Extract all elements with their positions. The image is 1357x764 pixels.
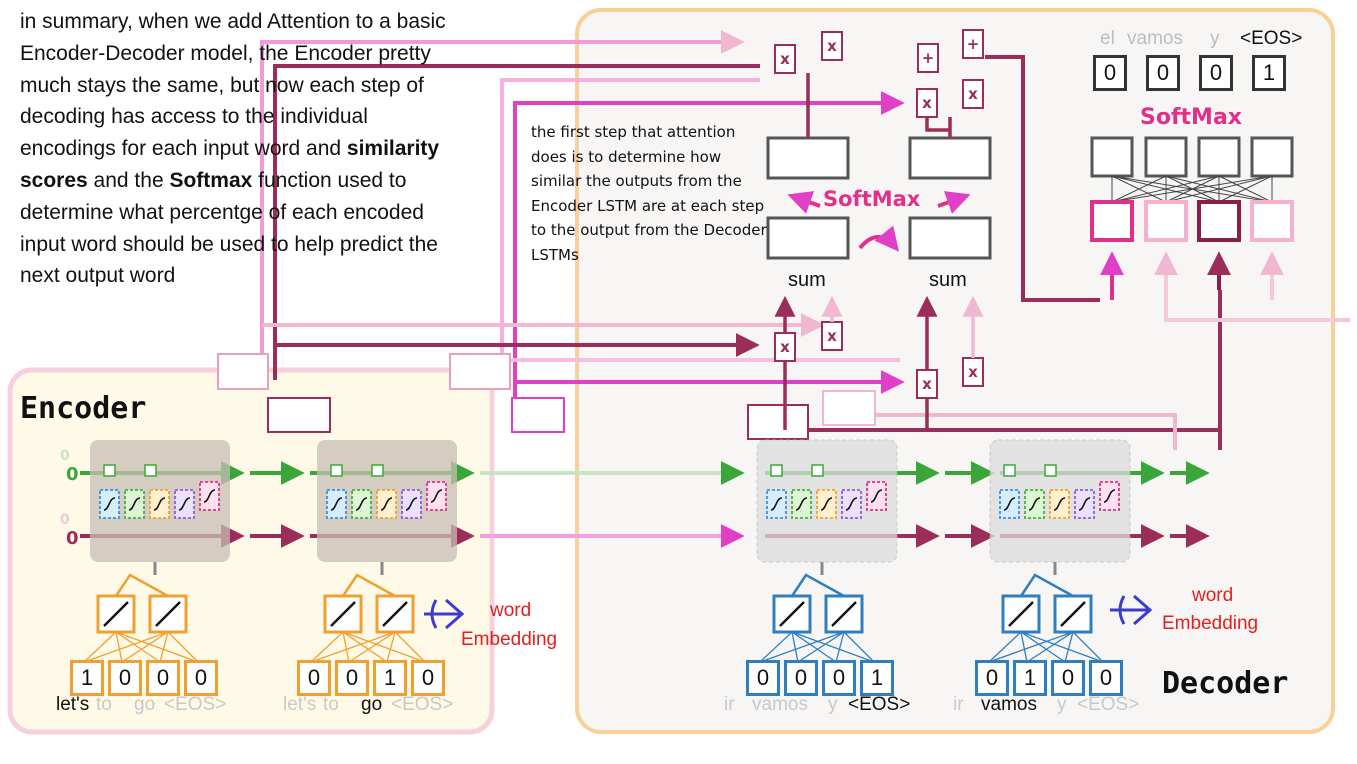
svg-text:0: 0 <box>60 448 70 464</box>
softmax-arrows <box>787 191 971 252</box>
svg-text:x: x <box>922 375 932 393</box>
op-plus-1: + <box>917 43 939 73</box>
svg-text:x: x <box>827 37 837 55</box>
encoder-input-digit: 1 <box>70 660 104 696</box>
encoding-boxes <box>217 353 876 440</box>
decoder-input-word: ir <box>724 694 735 715</box>
encoder-input-digit: 0 <box>184 660 218 696</box>
output-word: vamos <box>1127 28 1183 49</box>
decoder-input-digit: 1 <box>860 660 894 696</box>
svg-text:x: x <box>968 85 978 103</box>
op-x-6: x <box>821 321 843 351</box>
decoder-input-digit: 0 <box>822 660 856 696</box>
output-digit: 1 <box>1252 55 1286 91</box>
decoder-input-digit: 1 <box>1013 660 1047 696</box>
svg-text:x: x <box>827 327 837 345</box>
encoder-input-word: <EOS> <box>164 694 226 715</box>
encoder-input-digit: 0 <box>146 660 180 696</box>
op-x-2: x <box>821 31 843 61</box>
decoder-input-word: <EOS> <box>1077 694 1139 715</box>
output-word: el <box>1100 28 1115 49</box>
encoder-input-digit: 0 <box>108 660 142 696</box>
similarity-boxes <box>766 136 992 260</box>
svg-text:0: 0 <box>60 512 70 528</box>
decoder-input-word: y <box>1057 694 1067 715</box>
op-plus-2: + <box>962 29 984 59</box>
svg-text:x: x <box>780 50 790 68</box>
encoder-input-digit: 0 <box>411 660 445 696</box>
op-x-4: x <box>962 79 984 109</box>
encoder-input-word: to <box>96 694 112 715</box>
attention-softmax-label: SoftMax <box>823 187 921 211</box>
encoder-title: Encoder <box>20 391 146 426</box>
op-x-7: x <box>916 369 938 399</box>
encoder-input-digit: 1 <box>373 660 407 696</box>
encoder-input-word: go <box>134 694 155 715</box>
decoder-input-digit: 0 <box>1089 660 1123 696</box>
encoder-input-word: let's <box>283 694 316 715</box>
attention-connections <box>260 30 1222 450</box>
svg-text:+: + <box>922 49 935 67</box>
encoder-input-word: go <box>361 694 382 715</box>
output-layer <box>1090 136 1350 322</box>
decoder-input-digit: 0 <box>746 660 780 696</box>
embedding-label-word-1: word <box>489 600 531 621</box>
encoder-embedding-2: let's to go <EOS> <box>283 573 453 715</box>
embedding-label-embedding-2: Embedding <box>1162 613 1258 634</box>
attention-note: the first step that attention does is to… <box>531 123 767 264</box>
op-x-5: x <box>774 332 796 362</box>
svg-text:x: x <box>968 363 978 381</box>
svg-text:+: + <box>967 35 980 53</box>
encoder-embedding-1: let's to go <EOS> <box>56 573 226 715</box>
op-nodes: x x + + x x x x x x <box>774 29 984 399</box>
encoder-input-digit: 0 <box>297 660 331 696</box>
output-softmax-label: SoftMax <box>1140 105 1242 130</box>
embedding-label-word-2: word <box>1191 585 1233 606</box>
summary-text: in summary, when we add Attention to a b… <box>20 10 446 288</box>
decoder-input-word: <EOS> <box>848 694 910 715</box>
decoder-input-digit: 0 <box>1051 660 1085 696</box>
lstm-unit-3 <box>756 439 898 575</box>
lstm-unit-4 <box>989 439 1131 575</box>
output-word: y <box>1210 28 1220 49</box>
decoder-input-word: y <box>828 694 838 715</box>
op-x-1: x <box>774 44 796 74</box>
decoder-input-word: ir <box>953 694 964 715</box>
encoder-input-word: <EOS> <box>391 694 453 715</box>
lstm-unit-1 <box>90 440 230 575</box>
encoder-input-digit: 0 <box>335 660 369 696</box>
op-x-3: x <box>916 88 938 118</box>
svg-text:x: x <box>780 338 790 356</box>
decoder-input-digit: 0 <box>784 660 818 696</box>
embedding-label-embedding-1: Embedding <box>461 629 557 650</box>
output-word: <EOS> <box>1240 28 1302 49</box>
output-digit: 0 <box>1146 55 1180 91</box>
cell-zero-label: 0 <box>66 464 79 485</box>
sum-label-2: sum <box>929 269 967 291</box>
sum-label-1: sum <box>788 269 826 291</box>
op-x-8: x <box>962 357 984 387</box>
output-digit: 0 <box>1093 55 1127 91</box>
encoder-input-word: let's <box>56 694 89 715</box>
hidden-zero-label: 0 <box>66 528 79 549</box>
decoder-title: Decoder <box>1162 666 1288 701</box>
output-digit: 0 <box>1199 55 1233 91</box>
encoder-input-word: to <box>323 694 339 715</box>
svg-text:x: x <box>922 94 932 112</box>
decoder-input-word: vamos <box>981 694 1037 715</box>
embedding-arrows <box>424 594 1153 630</box>
decoder-input-word: vamos <box>752 694 808 715</box>
lstm-unit-2 <box>317 440 457 575</box>
decoder-input-digit: 0 <box>975 660 1009 696</box>
